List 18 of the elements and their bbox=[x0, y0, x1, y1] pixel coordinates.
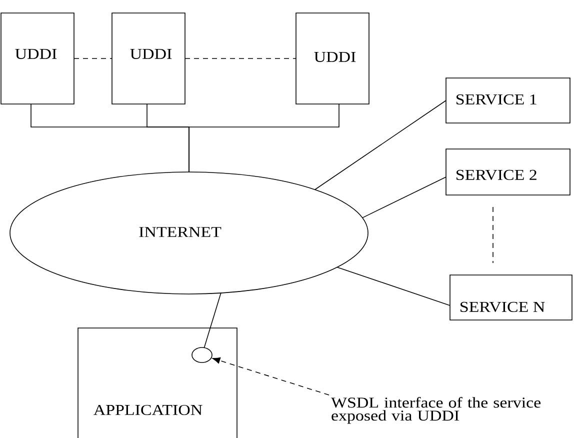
leader-arrow bbox=[212, 357, 330, 396]
connector-line bbox=[314, 100, 446, 190]
service-box: SERVICE N bbox=[450, 274, 572, 320]
registry-box: UDDI bbox=[296, 12, 370, 104]
bus-line bbox=[188, 104, 340, 172]
connector-line bbox=[336, 266, 450, 306]
interface-circle bbox=[192, 347, 212, 363]
connector-line bbox=[362, 176, 446, 218]
connector-line bbox=[204, 292, 222, 348]
dashed-line bbox=[184, 58, 296, 59]
application-box: APPLICATION bbox=[78, 328, 238, 438]
dashed-line bbox=[492, 206, 494, 264]
annotation-text: WSDL interface of the service exposed via UDDI bbox=[331, 397, 541, 424]
registry-box: UDDI bbox=[0, 12, 74, 104]
service-box: SERVICE 1 bbox=[446, 78, 570, 124]
registry-box: UDDI bbox=[112, 12, 186, 104]
dashed-line bbox=[74, 58, 112, 59]
service-box: SERVICE 2 bbox=[446, 148, 570, 196]
